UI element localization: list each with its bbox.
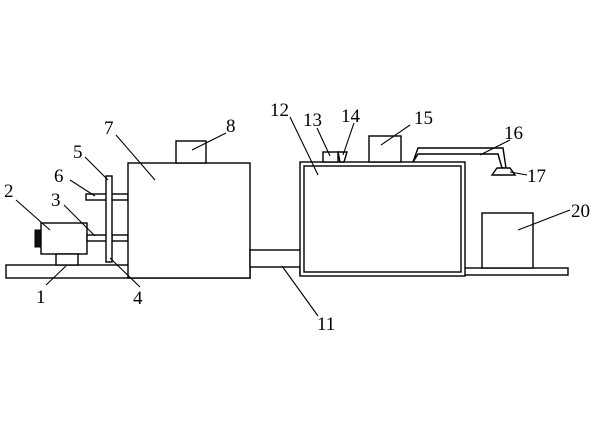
label-11: 11 [317,314,335,335]
left-housing [127,162,251,279]
connecting-pipe [249,249,303,268]
motor [34,222,88,266]
inlet-box [322,151,339,163]
right-tank-inner [303,165,462,273]
label-8: 8 [226,116,236,137]
label-3: 3 [51,190,61,211]
label-12: 12 [270,100,289,121]
label-5: 5 [73,142,83,163]
label-13: 13 [303,110,322,131]
label-4: 4 [133,288,143,309]
top-box-left [175,140,207,164]
label-16: 16 [504,123,523,144]
label-6: 6 [54,166,64,187]
label-20: 20 [571,201,590,222]
label-17: 17 [527,166,546,187]
nozzle [490,167,517,176]
top-box-right [368,135,402,163]
vertical-plate [105,175,113,263]
label-14: 14 [341,106,361,127]
inlet-fitting [337,151,348,163]
label-1: 1 [36,287,46,308]
label-7: 7 [104,118,114,139]
label-15: 15 [414,108,433,129]
leader-lines [15,116,571,317]
box-right [481,212,534,269]
label-2: 2 [4,181,14,202]
